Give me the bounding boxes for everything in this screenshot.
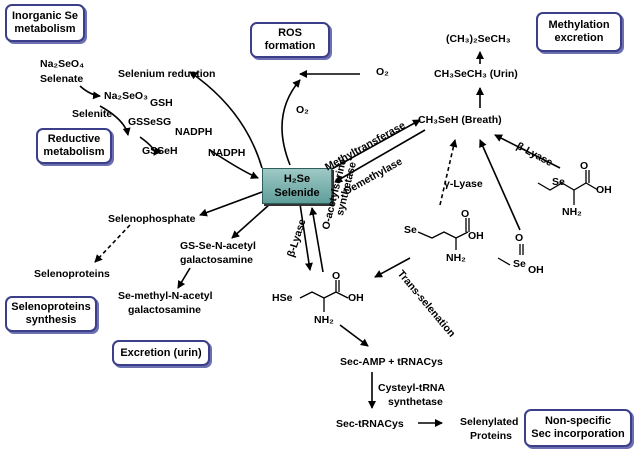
arrow-oacetylserine	[309, 207, 324, 273]
arrow-gssesg-gsseh	[139, 136, 162, 156]
atom-se-seleninic: Se	[513, 258, 526, 270]
atom-nh2-selenocysteine: NH₂	[314, 314, 334, 326]
label-gsh: GSH	[150, 97, 173, 109]
atom-o-selenocysteine: O	[332, 270, 341, 282]
box-excretion-urin: Excretion (urin)	[112, 340, 210, 366]
arrow-gamma-lyase	[439, 139, 458, 206]
atom-se-methylselenocysteine: Se	[552, 176, 565, 188]
atom-oh-methylselenocysteine: OH	[596, 184, 612, 196]
box-methylation-line2: excretion	[554, 32, 604, 44]
label-cysteyl-trna-1: Cysteyl-tRNA	[378, 382, 446, 394]
atom-hse-selenocysteine: HSe	[272, 292, 293, 304]
atom-nh2-selenomethionine: NH₂	[446, 252, 466, 264]
arrow-demethylase	[334, 129, 426, 183]
atom-oh-seleninic: OH	[528, 264, 544, 276]
atom-nh2-methylselenocysteine: NH₂	[562, 206, 582, 218]
label-selenite: Selenite	[72, 108, 113, 120]
arrow-trans-selenation	[374, 257, 411, 278]
box-selenoproteins-line2: synthesis	[25, 314, 77, 326]
label-ch3seh-breath: CH₃SeH (Breath)	[418, 114, 502, 126]
atom-oh-selenocysteine: OH	[348, 292, 364, 304]
atom-se-selenomethionine: Se	[404, 224, 417, 236]
box-reductive-line1: Reductive	[47, 133, 101, 145]
atom-oh-selenomethionine: OH	[468, 230, 484, 242]
selenide-node: H₂Se Selenide	[262, 168, 332, 204]
arrow-selenide-selenophosphate	[199, 191, 263, 217]
label-sec-trnacys: Sec-tRNACys	[336, 418, 404, 430]
box-selenoproteins-line1: Selenoproteins	[11, 301, 91, 313]
label-gamma-lyase: γ-Lyase	[444, 178, 483, 190]
label-na2seo3: Na₂SeO₃	[104, 90, 148, 102]
arrow-selenide-gsse	[231, 203, 271, 239]
label-gsse-1: GS-Se-N-acetyl	[180, 240, 256, 252]
label-o2-left: O₂	[296, 104, 309, 116]
label-cysteyl-trna-2: synthetase	[388, 396, 443, 408]
arrow-selenite-gssesg	[99, 105, 131, 136]
atom-o-seleninic: O	[515, 232, 524, 244]
box-methylation-line1: Methylation	[548, 19, 610, 31]
selenide-label: Selenide	[274, 187, 320, 199]
box-nonspecific-line2: Sec incorporation	[531, 428, 625, 440]
molecule-bonds	[299, 170, 599, 312]
box-ros-line2: formation	[264, 40, 316, 52]
box-inorganic-line1: Inorganic Se	[11, 10, 79, 22]
box-inorganic-line2: metabolism	[14, 23, 76, 35]
arrow-beta-lyase-mid	[299, 203, 313, 271]
arrow-beta-lyase-right	[494, 134, 561, 169]
box-ros-line1: ROS	[278, 27, 302, 39]
arrow-methyltransferase	[329, 119, 421, 171]
box-excretion-label: Excretion (urin)	[120, 346, 202, 359]
selenide-formula: H₂Se	[283, 173, 311, 185]
arrow-hse-secamp	[339, 324, 369, 347]
label-o2-top: O₂	[376, 66, 389, 78]
label-sec-amp-trnacys: Sec-AMP + tRNACys	[340, 356, 443, 368]
label-semethyl-1: Se-methyl-N-acetyl	[118, 290, 213, 302]
arrow-gsseh-selenide	[209, 149, 259, 179]
label-selenium-reduction: Selenium reduction	[118, 68, 216, 80]
label-gssesg: GSSeSG	[128, 116, 172, 128]
atom-o-methylselenocysteine: O	[580, 160, 589, 172]
arrow-selenide-ros-left	[189, 71, 263, 169]
box-reductive-line2: metabolism	[43, 146, 105, 158]
arrow-seleninic-ch3seh	[479, 139, 521, 231]
label-selenate: Selenate	[40, 73, 84, 85]
label-nadph-2: NADPH	[208, 147, 246, 159]
label-nadph-1: NADPH	[175, 126, 213, 138]
label-semethyl-2: galactosamine	[128, 304, 201, 316]
arrow-selenate-selenite	[79, 85, 101, 100]
atom-o-selenomethionine: O	[461, 208, 470, 220]
label-gsseh: GSSeH	[142, 145, 178, 157]
label-selenophosphate: Selenophosphate	[108, 213, 196, 225]
arrow-selenophosphate-selenoproteins	[94, 224, 131, 263]
label-gsse-2: galactosamine	[180, 254, 253, 266]
arrow-selenide-ros-mid	[281, 79, 301, 166]
label-ch3sech3-urin: CH₃SeCH₃ (Urin)	[434, 68, 518, 80]
label-na2seo4: Na₂SeO₄	[40, 58, 85, 70]
label-trimethylselenonium: (CH₃)₂SeCH₃	[446, 33, 511, 45]
label-selenylated-1: Selenylated	[460, 416, 519, 428]
box-nonspecific-line1: Non-specific	[544, 415, 611, 427]
arrow-gsse-semethyl	[177, 267, 191, 289]
label-selenoproteins: Selenoproteins	[34, 268, 110, 280]
label-selenylated-2: Proteins	[470, 430, 513, 442]
